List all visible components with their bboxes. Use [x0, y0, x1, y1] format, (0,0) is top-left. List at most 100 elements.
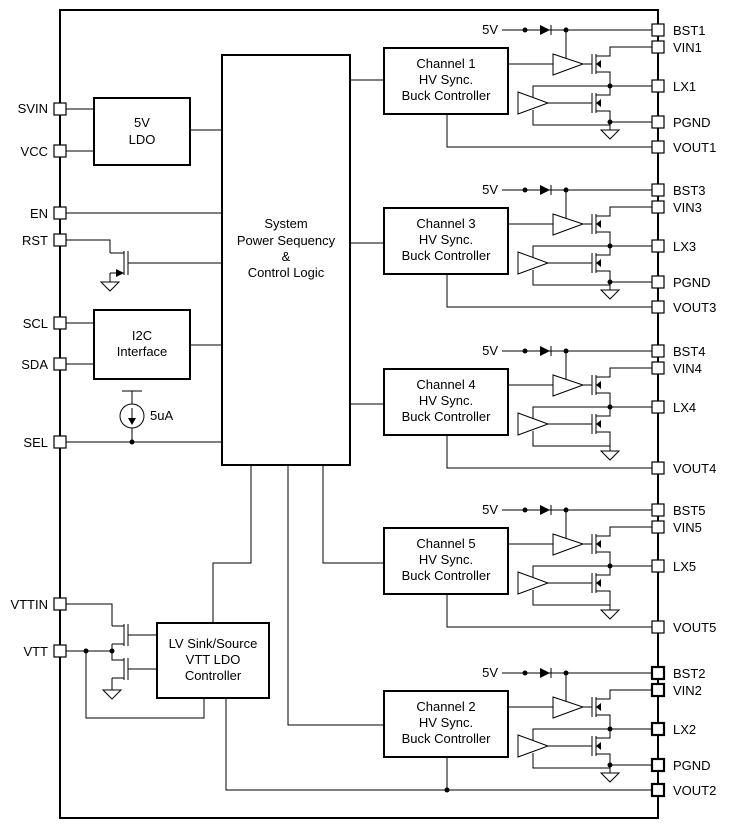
junction-dot: [607, 119, 613, 125]
junction-dot: [522, 507, 528, 513]
pin-bst-box: [650, 665, 666, 681]
pin-bst-box: [651, 183, 665, 197]
pin-vout-label: VOUT3: [673, 300, 716, 315]
buck-controller-label: Buck Controller: [402, 409, 492, 424]
pin-lx-label: LX5: [673, 559, 696, 574]
ground-icon: [599, 609, 621, 620]
junction-dot: [522, 27, 528, 33]
ldo-block: 5V LDO: [93, 97, 191, 166]
pin-vin-box: [650, 682, 666, 698]
buck-controller-box: [383, 368, 509, 436]
driver-ground-wire: [532, 590, 610, 606]
pin-bst-label: BST5: [673, 503, 706, 518]
chip-outline: [59, 9, 659, 819]
pin-vout-box: [651, 300, 665, 314]
pin-bst-box: [651, 23, 665, 37]
pin-sel: [53, 435, 67, 449]
buck-controller-label: Channel 2: [416, 699, 475, 714]
pin-pgnd-label: PGND: [673, 115, 711, 130]
low-side-driver-icon: [517, 734, 550, 758]
pin-bst-label: BST1: [673, 23, 706, 38]
pin-vin-box: [651, 361, 665, 375]
fet-arrow-icon: [596, 540, 601, 548]
pin-svin: [53, 102, 67, 116]
pin-bst-label: BST4: [673, 344, 706, 359]
pin-en-label: EN: [30, 206, 48, 221]
pin-vin-box: [651, 520, 665, 534]
system-label-2: Power Sequency: [237, 233, 336, 248]
pin-bst-label: BST3: [673, 183, 706, 198]
supply-label: 5V: [482, 502, 498, 517]
driver-ground-wire: [532, 431, 610, 447]
fet-arrow-icon: [596, 742, 601, 750]
pin-vin-label: VIN4: [673, 361, 702, 376]
fet-arrow-icon: [596, 220, 601, 228]
buck-controller-label: HV Sync.: [419, 715, 473, 730]
buck-controller-box: [383, 47, 509, 115]
i2c-block: I2C Interface: [93, 309, 191, 380]
buck-controller-label: Buck Controller: [402, 88, 492, 103]
buck-controller-label: Channel 3: [416, 216, 475, 231]
pin-en: [53, 206, 67, 220]
low-side-driver-icon: [517, 251, 550, 275]
buck-controller-label: HV Sync.: [419, 552, 473, 567]
fet-arrow-icon: [596, 579, 601, 587]
buck-controller-box: [383, 207, 509, 275]
buck-controller-label: HV Sync.: [419, 232, 473, 247]
diode-icon: [540, 185, 550, 195]
driver-ground-wire: [532, 270, 610, 286]
pin-svin-label: SVIN: [18, 101, 48, 116]
pin-pgnd-label: PGND: [673, 758, 711, 773]
supply-label: 5V: [482, 22, 498, 37]
pin-pgnd-box: [651, 275, 665, 289]
ground-icon: [599, 450, 621, 461]
pin-vout-box: [651, 461, 665, 475]
driver-ground-wire: [532, 110, 610, 126]
vout-feedback-wire: [446, 757, 652, 791]
diode-icon: [540, 505, 550, 515]
current-source-label: 5uA: [150, 408, 173, 423]
pin-lx-box: [651, 400, 665, 414]
pin-lx-box: [651, 79, 665, 93]
pin-vttin-label: VTTIN: [10, 597, 48, 612]
buck-controller-label: Channel 1: [416, 56, 475, 71]
fet-arrow-icon: [596, 60, 601, 68]
buck-controller-label: Channel 5: [416, 536, 475, 551]
pin-vout-box: [650, 782, 666, 798]
left-wiring: [66, 108, 222, 443]
low-side-fet-icon: [595, 86, 611, 130]
pin-vin-box: [651, 40, 665, 54]
pin-vtt-label: VTT: [23, 644, 48, 659]
high-side-fet-icon: [595, 526, 652, 566]
high-side-driver-icon: [552, 533, 585, 556]
high-side-fet-icon: [595, 689, 652, 729]
high-side-fet-icon: [595, 367, 652, 407]
pin-pgnd-box: [651, 115, 665, 129]
pin-vin-label: VIN2: [673, 683, 702, 698]
pin-sel-label: SEL: [23, 435, 48, 450]
pin-vin-box: [651, 200, 665, 214]
vtt-ldo-block: LV Sink/Source VTT LDO Controller: [156, 622, 270, 699]
current-source-icon: [119, 390, 145, 445]
vout-feedback-wire: [446, 114, 652, 148]
pin-vin-label: VIN3: [673, 200, 702, 215]
low-side-driver-icon: [517, 412, 550, 436]
junction-dot: [522, 187, 528, 193]
pin-pgnd-box: [650, 757, 666, 773]
system-label-4: Control Logic: [248, 265, 325, 280]
pin-bst-box: [651, 344, 665, 358]
ground-icon: [599, 129, 621, 140]
fet-arrow-icon: [596, 99, 601, 107]
buck-controller-label: HV Sync.: [419, 72, 473, 87]
high-side-driver-icon: [552, 53, 585, 76]
pin-lx-label: LX1: [673, 79, 696, 94]
pin-lx-box: [651, 559, 665, 573]
ground-icon: [599, 772, 621, 783]
high-side-fet-icon: [595, 46, 652, 86]
